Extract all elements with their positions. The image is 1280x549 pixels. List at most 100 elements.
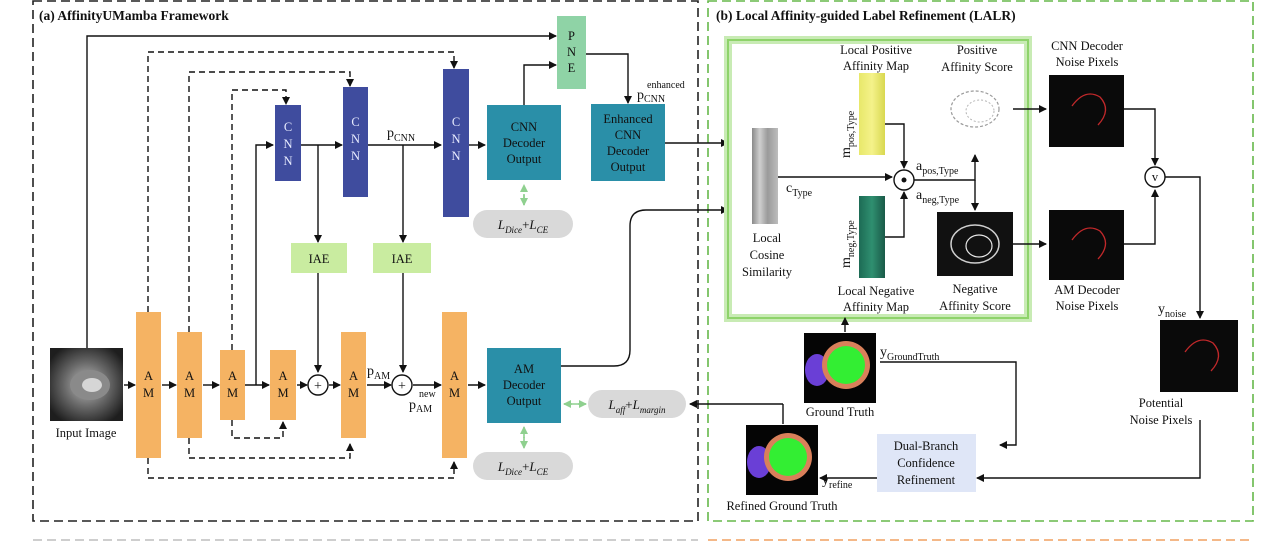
skip-connections (147, 51, 458, 479)
input-image-label: Input Image (56, 426, 117, 440)
am-label-3b: M (227, 386, 238, 400)
loss-pill-am (473, 452, 573, 480)
pos-map-line1: Local Positive (840, 43, 912, 57)
input-image (50, 348, 123, 421)
odot-node (893, 169, 915, 191)
cnn-block-2 (343, 87, 368, 197)
plus-node-2: + (391, 374, 413, 396)
plus-symbol-1: + (314, 379, 322, 394)
cnn-noise-line1: CNN Decoder (1051, 39, 1124, 53)
potential-noise-pixels-image (1160, 320, 1238, 392)
cnn-decoder-output-line1: CNN (511, 120, 537, 134)
am-block-2 (177, 332, 202, 438)
enhanced-cnn-decoder-block (591, 104, 665, 181)
enhanced-output-line3: Decoder (607, 144, 650, 158)
svg-text:C: C (452, 115, 460, 129)
am-label-3: A (228, 369, 237, 383)
neg-score-line1: Negative (952, 282, 998, 296)
local-positive-map (859, 73, 885, 155)
svg-text:N: N (451, 132, 460, 146)
pos-score-line1: Positive (957, 43, 998, 57)
main-connections (86, 32, 784, 424)
am-noise-pixels-image (1049, 210, 1124, 280)
lalr-connections (778, 105, 1204, 482)
c-type-label: cType (786, 181, 813, 199)
cosine-similarity-map (752, 128, 778, 224)
am-label-2b: M (184, 386, 195, 400)
loss-am: LDice+LCE (497, 459, 549, 477)
right-panel-border (707, 0, 1254, 522)
plus-symbol-2: + (398, 379, 406, 394)
svg-text:N: N (351, 132, 360, 146)
dual-branch-refinement-block (877, 434, 976, 492)
a-neg-label: aneg,Type (916, 188, 960, 206)
am-block-6 (442, 312, 467, 458)
iae-block-2 (373, 243, 431, 273)
loss-pill-aff (588, 390, 686, 418)
svg-text:E: E (568, 61, 576, 75)
svg-text:C: C (284, 120, 292, 134)
potential-line2: Noise Pixels (1130, 413, 1193, 427)
am-block-3 (220, 350, 245, 420)
left-panel-title: (a) AffinityUMamba Framework (39, 8, 229, 23)
svg-text:N: N (451, 149, 460, 163)
negative-affinity-score-image (937, 212, 1013, 276)
am-noise-line2: Noise Pixels (1056, 299, 1119, 313)
loss-aff-margin: Laff+Lmargin (608, 397, 666, 415)
am-decoder-output-line1: AM (514, 362, 534, 376)
potential-line1: Potential (1139, 396, 1184, 410)
y-refine-label: yrefine (822, 473, 853, 491)
svg-text:N: N (283, 137, 292, 151)
svg-text:C: C (351, 115, 359, 129)
am-block-4 (270, 350, 296, 420)
cosine-line2: Cosine (750, 248, 785, 262)
neg-map-line2: Affinity Map (843, 300, 909, 314)
cnn-decoder-output-line3: Output (507, 152, 542, 166)
dbcr-line3: Refinement (897, 473, 956, 487)
pne-block (557, 16, 586, 89)
am-encoder-blocks (136, 312, 467, 458)
neg-score-line2: Affinity Score (939, 299, 1011, 313)
iae-label-2: IAE (392, 252, 413, 266)
positive-affinity-score-image (937, 78, 1013, 140)
cnn-noise-line2: Noise Pixels (1056, 55, 1119, 69)
am-label-2: A (185, 369, 194, 383)
iae-block-1 (291, 243, 347, 273)
cosine-line1: Local (753, 231, 782, 245)
refined-ground-truth-image (746, 425, 818, 495)
svg-text:P: P (568, 29, 575, 43)
am-label-4: A (278, 369, 287, 383)
right-panel-title: (b) Local Affinity-guided Label Refineme… (716, 8, 1016, 23)
am-decoder-output-block (487, 348, 561, 423)
local-negative-map (859, 196, 885, 278)
loss-pill-cnn (473, 210, 573, 238)
am-noise-line1: AM Decoder (1054, 283, 1120, 297)
plus-node-1: + (307, 374, 329, 396)
neg-map-line1: Local Negative (838, 284, 915, 298)
cosine-line3: Similarity (742, 265, 793, 279)
cnn-decoder-output-line2: Decoder (503, 136, 546, 150)
pne-label: PNE (567, 29, 576, 75)
svg-text:N: N (567, 45, 576, 59)
refined-ground-truth-label: Refined Ground Truth (726, 499, 838, 513)
y-groundtruth-label: yGroundTruth (880, 345, 939, 363)
am-block-labels: AM AM AM AM AM AM (143, 369, 460, 400)
cnn-block-1 (275, 105, 301, 181)
p-cnn-enhanced-label: pCNN (637, 88, 665, 105)
ground-truth-image (804, 333, 876, 403)
svg-text:N: N (351, 149, 360, 163)
am-label-5b: M (348, 386, 359, 400)
svg-text:N: N (283, 154, 292, 168)
y-noise-label: ynoise (1158, 302, 1187, 320)
p-am-label: pAM (367, 364, 390, 382)
am-label-1: A (144, 369, 153, 383)
am-label-1b: M (143, 386, 154, 400)
iae-label-1: IAE (309, 252, 330, 266)
p-cnn-enhanced-sup: enhanced (647, 80, 685, 91)
cnn-noise-pixels-image (1049, 75, 1124, 147)
p-am-new-sup: new (419, 389, 436, 400)
vee-symbol: v (1152, 170, 1159, 184)
loss-cnn: LDice+LCE (497, 217, 549, 235)
